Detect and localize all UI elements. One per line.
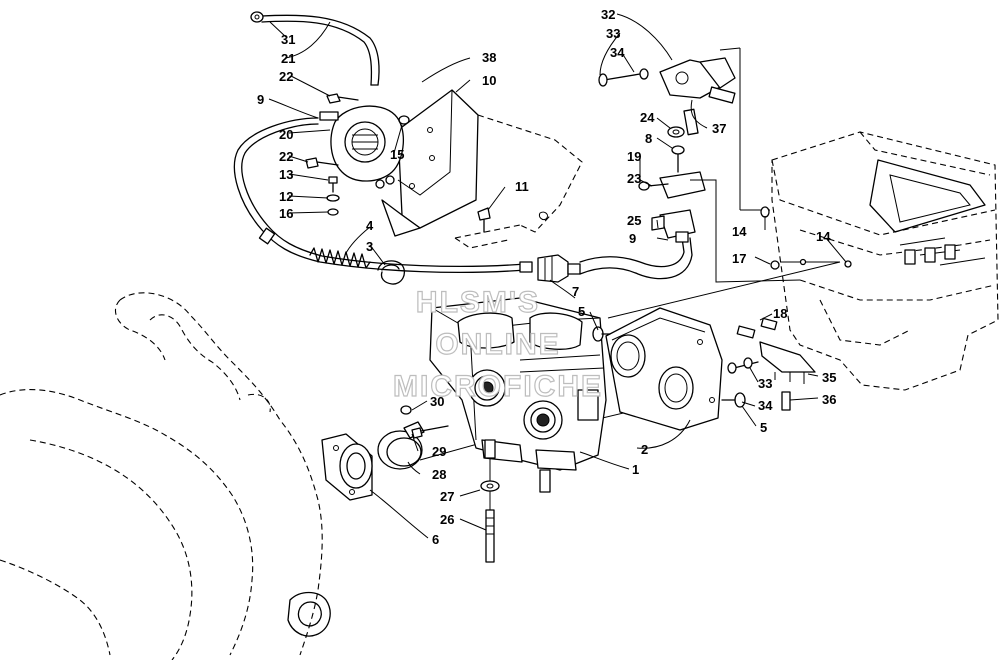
callout-29: 29 xyxy=(432,444,446,459)
engine-outline xyxy=(0,292,331,660)
carburetor-assembly xyxy=(429,297,607,493)
watermark-line-1: HLSM'S xyxy=(416,286,540,319)
callout-4: 4 xyxy=(366,218,374,233)
adapter-screws xyxy=(400,405,449,439)
callout-14-right: 14 xyxy=(816,229,831,244)
callout-6: 6 xyxy=(432,532,439,547)
callout-34-lower: 34 xyxy=(758,398,773,413)
callout-19: 19 xyxy=(627,149,641,164)
intake-flange xyxy=(605,307,723,431)
callout-13: 13 xyxy=(279,167,293,182)
callout-34-top: 34 xyxy=(610,45,625,60)
leader-lines xyxy=(268,13,847,539)
air-silencer-outline xyxy=(771,131,999,391)
callout-24: 24 xyxy=(640,110,655,125)
small-fasteners xyxy=(477,206,852,270)
callout-37: 37 xyxy=(712,121,726,136)
callout-30: 30 xyxy=(430,394,444,409)
hose-clamp xyxy=(377,260,406,285)
callout-14-left: 14 xyxy=(732,224,747,239)
pump-fasteners xyxy=(305,93,410,216)
callout-23: 23 xyxy=(627,171,641,186)
callout-32: 32 xyxy=(601,7,615,22)
watermark-line-3: MICROFICHE xyxy=(393,370,603,403)
valve-bracket xyxy=(638,171,706,199)
callout-27: 27 xyxy=(440,489,454,504)
watermark: HLSM'S ONLINE MICROFICHE xyxy=(392,285,603,403)
mount-screws xyxy=(592,326,746,408)
fuel-line xyxy=(233,117,533,274)
callout-5-upper: 5 xyxy=(578,304,585,319)
callout-20: 20 xyxy=(279,127,293,142)
callout-25: 25 xyxy=(627,213,641,228)
callout-22-upper: 22 xyxy=(279,69,293,84)
shutoff-valve xyxy=(651,209,696,243)
callout-5-lower: 5 xyxy=(760,420,767,435)
fuel-filter xyxy=(537,254,581,283)
callout-31: 31 xyxy=(281,32,295,47)
mount-stud xyxy=(480,480,500,563)
callout-3: 3 xyxy=(366,239,373,254)
callout-22-lower: 22 xyxy=(279,149,293,164)
callout-33-top: 33 xyxy=(606,26,620,41)
callout-38: 38 xyxy=(482,50,496,65)
callout-35: 35 xyxy=(822,370,836,385)
callout-11: 11 xyxy=(515,179,529,194)
callout-7: 7 xyxy=(572,284,579,299)
fitting-washers xyxy=(667,126,685,173)
callout-21: 21 xyxy=(281,51,295,66)
spring xyxy=(309,247,371,269)
callout-18: 18 xyxy=(773,306,787,321)
filter-hose xyxy=(579,237,693,280)
callout-1: 1 xyxy=(632,462,639,477)
callout-2: 2 xyxy=(641,442,648,457)
pump-bracket xyxy=(381,89,583,249)
callout-12: 12 xyxy=(279,189,293,204)
callout-26: 26 xyxy=(440,512,454,527)
callout-28: 28 xyxy=(432,467,446,482)
callout-labels: 31 21 22 9 20 22 13 12 16 15 38 10 11 4 … xyxy=(257,7,836,547)
callout-10: 10 xyxy=(482,73,496,88)
callout-8: 8 xyxy=(645,131,652,146)
callout-33-lower: 33 xyxy=(758,376,772,391)
callout-16: 16 xyxy=(279,206,293,221)
intake-adapter xyxy=(321,433,373,501)
fuel-pump xyxy=(319,105,405,185)
callout-36: 36 xyxy=(822,392,836,407)
impulse-hose xyxy=(250,11,380,86)
watermark-line-2: ONLINE xyxy=(435,328,560,361)
oil-manifold xyxy=(727,317,816,411)
oil-pump-assembly xyxy=(598,47,741,210)
callout-17: 17 xyxy=(732,251,746,266)
callout-15: 15 xyxy=(390,147,404,162)
callout-9-right: 9 xyxy=(629,231,636,246)
callout-9-left: 9 xyxy=(257,92,264,107)
